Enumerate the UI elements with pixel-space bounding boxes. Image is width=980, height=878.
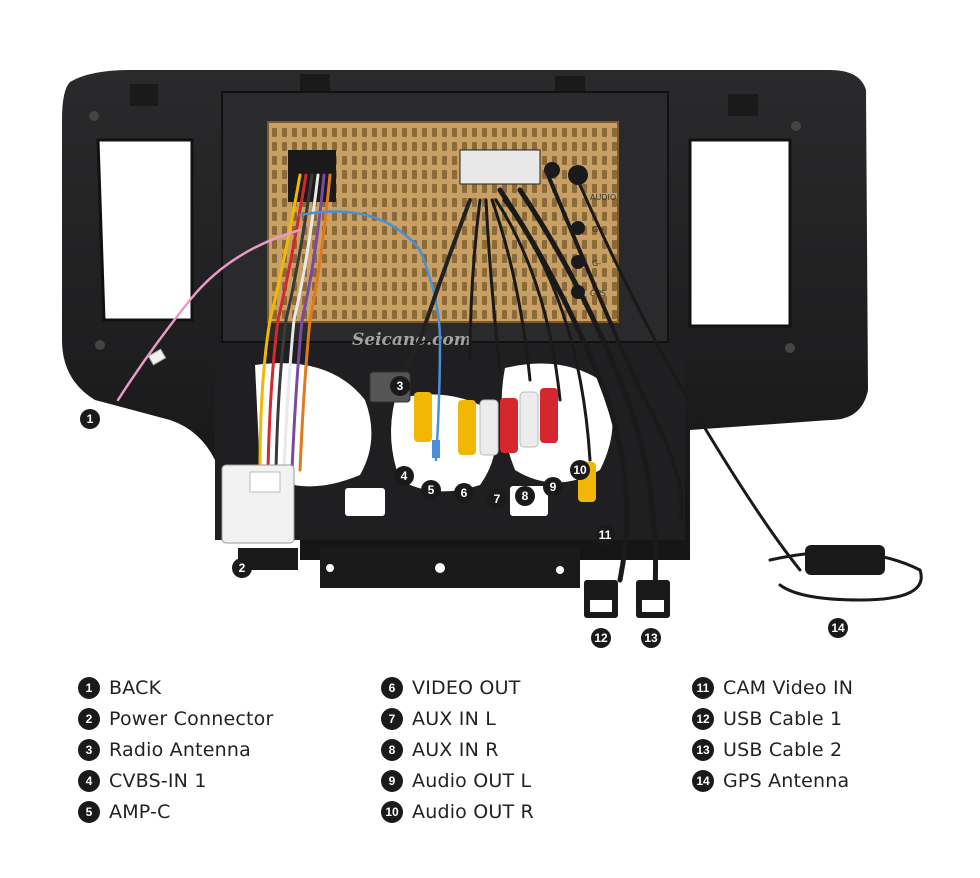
legend-number-badge: 12 [692,707,714,730]
legend-column-2: 6 VIDEO OUT 7 AUX IN L 8 AUX IN R 9 Audi… [381,672,534,827]
legend-label: GPS Antenna [723,769,850,792]
callout-badges: 1 2 3 4 5 6 7 8 9 10 11 12 13 14 [80,376,848,648]
svg-text:2: 2 [239,561,246,575]
legend-number-badge: 6 [381,676,403,699]
svg-text:14: 14 [831,621,845,635]
svg-text:7: 7 [494,492,501,506]
callout-13: 13 [641,628,661,648]
svg-text:10: 10 [573,463,587,477]
svg-text:3: 3 [397,379,404,393]
amp-c-plug [432,440,440,458]
callout-3: 3 [390,376,410,396]
legend-number-badge: 10 [381,800,403,823]
svg-text:13: 13 [644,631,658,645]
legend-item-audio-out-r: 10 Audio OUT R [381,796,534,827]
legend-item-power-connector: 2 Power Connector [78,703,273,734]
legend-label: Audio OUT R [412,800,534,823]
callout-12: 12 [591,628,611,648]
power-connector-label-tag [249,471,281,493]
callout-1: 1 [80,409,100,429]
legend-label: Audio OUT L [412,769,532,792]
callout-7: 7 [487,489,507,509]
legend-label: USB Cable 1 [723,707,843,730]
rca-audio-out-l [519,391,539,448]
g-plus-port-label: G+ [592,225,605,234]
legend-item-amp-c: 5 AMP-C [78,796,273,827]
usb-plug-2 [636,580,670,618]
legend-number-badge: 13 [692,738,714,761]
legend-number-badge: 4 [78,769,100,792]
callout-9: 9 [543,477,563,497]
legend-number-badge: 7 [381,707,403,730]
legend-column-3: 11 CAM Video IN 12 USB Cable 1 13 USB Ca… [692,672,853,796]
callout-4: 4 [394,466,414,486]
legend-number-badge: 1 [78,676,100,699]
callout-14: 14 [828,618,848,638]
svg-text:1: 1 [87,412,94,426]
svg-text:11: 11 [599,528,612,542]
svg-text:9: 9 [550,480,557,494]
audio-port-label: AUDIO [590,193,616,202]
watermark: Seicane.com [352,330,472,350]
legend-number-badge: 3 [78,738,100,761]
svg-text:6: 6 [461,486,468,500]
legend-label: CVBS-IN 1 [109,769,207,792]
legend-label: BACK [109,676,162,699]
legend-label: Radio Antenna [109,738,251,761]
legend-label: USB Cable 2 [723,738,843,761]
legend-number-badge: 8 [381,738,403,761]
legend-label: Power Connector [109,707,274,730]
legend-item-audio-out-l: 9 Audio OUT L [381,765,534,796]
usb-plug-1 [584,580,618,618]
legend-item-back: 1 BACK [78,672,273,703]
rca-plugs [414,388,596,502]
legend-item-usb-cable-2: 13 USB Cable 2 [692,734,853,765]
legend-item-video-out: 6 VIDEO OUT [381,672,534,703]
rca-aux-in-l [479,399,499,456]
legend-item-aux-in-l: 7 AUX IN L [381,703,534,734]
legend-number-badge: 9 [381,769,403,792]
callout-11: 11 [595,525,615,545]
legend-number-badge: 5 [78,800,100,823]
legend-number-badge: 2 [78,707,100,730]
back-wire-tag [147,348,167,366]
connector-legend: 1 BACK 2 Power Connector 3 Radio Antenna… [78,672,938,832]
rca-audio-out-r [540,388,558,443]
legend-item-cam-video-in: 11 CAM Video IN [692,672,853,703]
callout-2: 2 [232,558,252,578]
legend-column-1: 1 BACK 2 Power Connector 3 Radio Antenna… [78,672,273,827]
svg-text:4: 4 [401,469,408,483]
rca-video-out [458,400,476,455]
rca-aux-in-r [500,398,518,453]
gps-antenna-module [805,545,885,575]
legend-label: CAM Video IN [723,676,854,699]
legend-item-aux-in-r: 8 AUX IN R [381,734,534,765]
legend-label: AUX IN R [412,738,499,761]
svg-text:5: 5 [428,483,435,497]
svg-text:8: 8 [522,489,529,503]
head-unit-illustration: AUDIO G+ G- GPS Seicane.com [62,70,923,648]
callout-10: 10 [570,460,590,480]
legend-item-usb-cable-1: 12 USB Cable 1 [692,703,853,734]
legend-number-badge: 14 [692,769,714,792]
legend-label: AUX IN L [412,707,497,730]
legend-number-badge: 11 [692,676,714,699]
callout-5: 5 [421,480,441,500]
callout-6: 6 [454,483,474,503]
usb-plug-2-port [642,600,664,612]
wiring-harness [116,173,923,602]
usb-plug-1-port [590,600,612,612]
legend-item-radio-antenna: 3 Radio Antenna [78,734,273,765]
svg-text:12: 12 [594,631,608,645]
legend-item-cvbs-in-1: 4 CVBS-IN 1 [78,765,273,796]
legend-label: AMP-C [109,800,171,823]
legend-item-gps-antenna: 14 GPS Antenna [692,765,853,796]
legend-label: VIDEO OUT [412,676,521,699]
g-minus-port-label: G- [592,259,601,268]
rca-cvbs-in [414,392,432,442]
callout-8: 8 [515,486,535,506]
